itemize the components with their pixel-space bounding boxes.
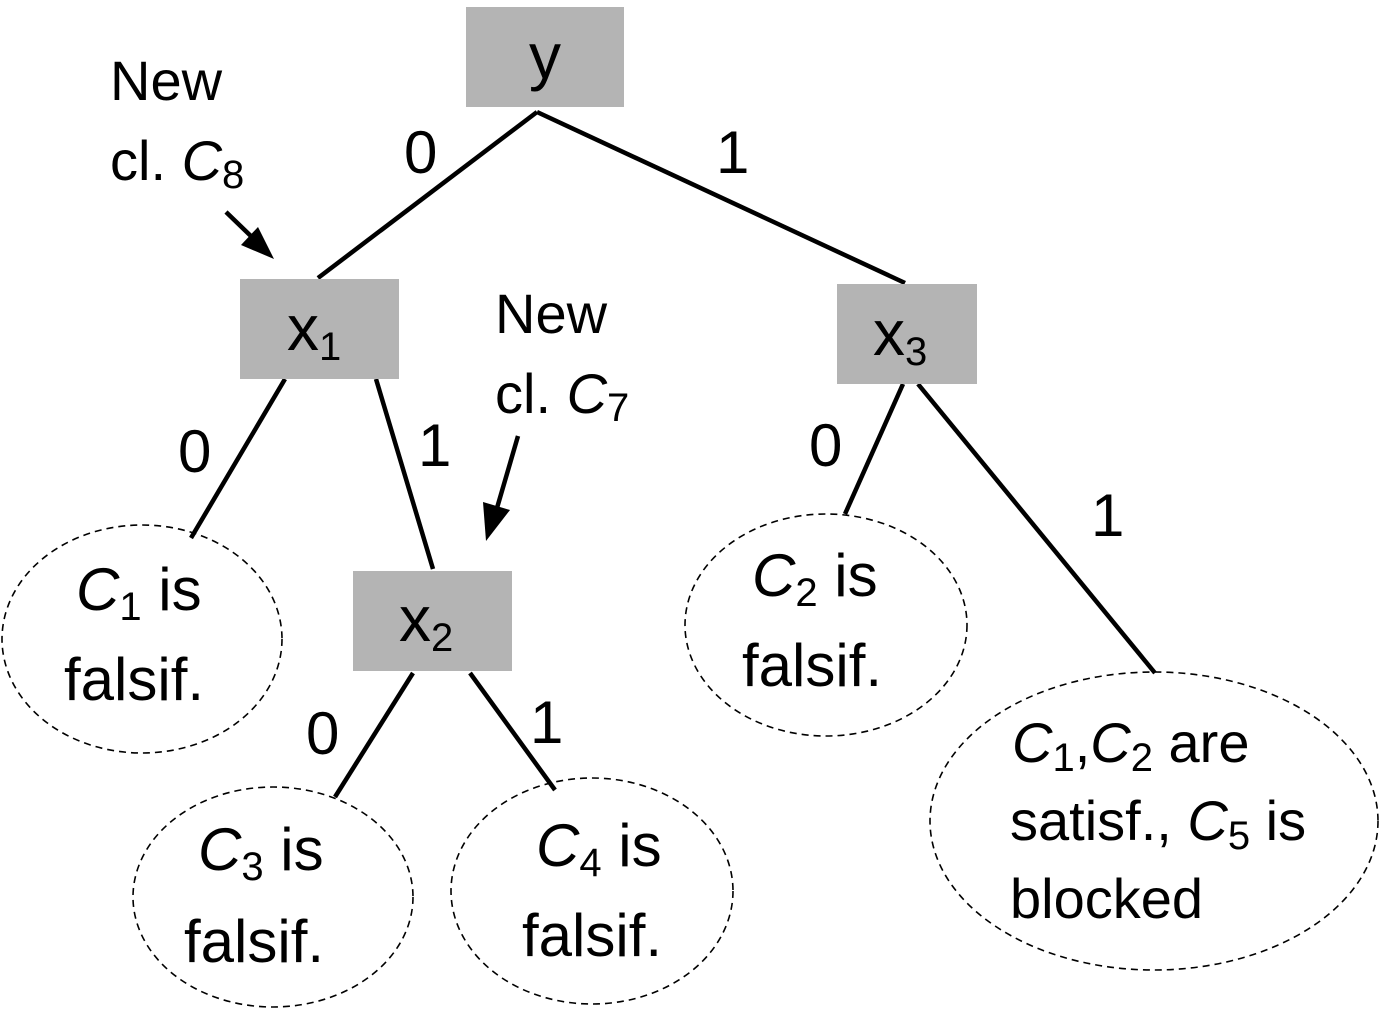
- node-x3-box: [837, 284, 977, 384]
- leaf-c3-falsified: C3 is falsif.: [132, 786, 414, 1008]
- edge-x2-leaf4: [468, 671, 557, 792]
- leaf-c2-line1: C2 is: [752, 542, 878, 615]
- node-x3: x3: [837, 284, 977, 384]
- annotation-c7-line2: cl. C7: [495, 362, 629, 430]
- edge-y-x1: [316, 110, 539, 280]
- edge-label-x3-leaf2: 0: [809, 412, 842, 479]
- leaf-c3-line1: C3 is: [198, 816, 324, 889]
- annotation-c7-line1: New: [495, 282, 608, 345]
- arrow-c7-head: [483, 502, 510, 541]
- edge-label-y-x1: 0: [404, 119, 437, 186]
- edge-label-x1-leaf1: 0: [178, 418, 211, 485]
- edge-x1-leaf1: [189, 377, 287, 540]
- leaf-c4-ellipse: [450, 777, 734, 1005]
- edge-x3-leaf5: [916, 382, 1157, 675]
- leaf-c4-line2: falsif.: [522, 902, 662, 969]
- node-y: y: [466, 7, 624, 107]
- leaf-c1-c2-satisfied-c5-blocked: C1,C2 are satisf., C5 is blocked: [929, 671, 1379, 971]
- leaf-c4-falsified: C4 is falsif.: [450, 777, 734, 1005]
- leaf-c5-line1: C1,C2 are: [1012, 711, 1249, 780]
- leaf-c5-line3: blocked: [1010, 867, 1203, 930]
- annotation-c8-line1: New: [110, 49, 223, 112]
- edge-x2-leaf3: [333, 671, 415, 799]
- leaf-c2-ellipse: [684, 513, 968, 737]
- arrow-c8-head: [241, 227, 274, 259]
- leaf-c1-ellipse: [1, 524, 283, 754]
- leaf-c3-ellipse: [132, 786, 414, 1008]
- leaf-c1-falsified: C1 is falsif.: [1, 524, 283, 754]
- leaf-c1-line2: falsif.: [64, 646, 204, 713]
- leaf-c3-line2: falsif.: [184, 908, 324, 975]
- node-x2: x2: [353, 571, 512, 671]
- leaf-c1-line1: C1 is: [76, 556, 202, 629]
- node-x3-label: x3: [873, 297, 927, 374]
- edge-label-x2-leaf4: 1: [530, 689, 563, 756]
- edge-label-x3-leaf5: 1: [1091, 482, 1124, 549]
- edge-label-y-x3: 1: [716, 119, 749, 186]
- edge-label-x1-x2: 1: [418, 412, 451, 479]
- annotation-new-clause-c8: New cl. C8: [110, 49, 274, 259]
- annotation-new-clause-c7: New cl. C7: [483, 282, 629, 541]
- leaf-c2-falsified: C2 is falsif.: [684, 513, 968, 737]
- edge-label-x2-leaf3: 0: [306, 700, 339, 767]
- leaf-c5-ellipse: [929, 671, 1379, 971]
- edge-x3-leaf2: [842, 383, 906, 515]
- arrow-c7-shaft: [494, 435, 521, 509]
- node-y-box: [466, 7, 624, 107]
- edge-x1-x2: [373, 378, 436, 570]
- node-x1-box: [240, 279, 399, 379]
- node-x1-label: x1: [287, 292, 341, 369]
- leaf-c5-line2: satisf., C5 is: [1010, 789, 1306, 858]
- node-x2-label: x2: [399, 583, 453, 660]
- leaf-c2-line2: falsif.: [742, 632, 882, 699]
- leaf-c4-line1: C4 is: [536, 812, 662, 885]
- edge-y-x3: [536, 109, 906, 286]
- annotation-c8-line2: cl. C8: [110, 129, 244, 197]
- node-y-label: y: [529, 20, 561, 92]
- node-x1: x1: [240, 279, 399, 379]
- node-x2-box: [353, 571, 512, 671]
